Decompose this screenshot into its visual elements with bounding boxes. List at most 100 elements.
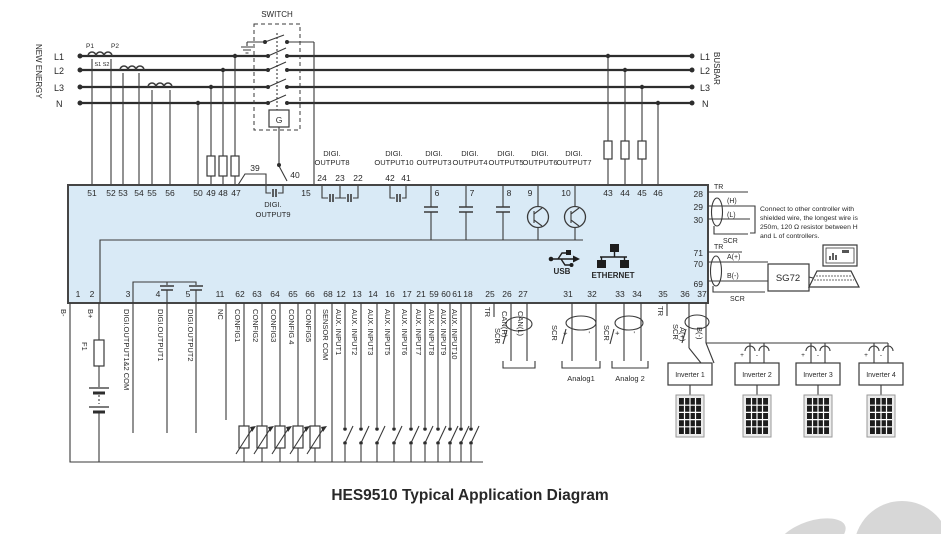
digi-out2-label: DIGI.OUTPUT2 [186,309,195,362]
inverter-3: Inverter 3 [795,362,841,395]
terminal-40: 40 [290,170,300,180]
aux-input-label: AUX. INPUT8 [427,309,436,355]
tr-label: TR [714,184,723,191]
current-transformers: P1 P2 S1 S2 [86,43,173,88]
terminal-number: 70 [694,259,704,269]
left-line-label: L1 [54,52,64,62]
relay-contact-out10 [389,186,407,202]
scr-label: SCR [550,325,559,341]
watermark-shape [778,501,941,534]
can-l-label: CAN(L) [516,311,525,337]
can-note-line: shielded wire, the longest wire is [760,215,858,222]
inverter-label: Inverter 4 [866,372,896,379]
terminal-number: 65 [288,289,298,299]
can-h-label: CAN(H) [500,311,509,338]
config-sensors [235,303,327,462]
digi-prefix: DIGI. [461,149,479,158]
computer-icon [808,244,860,288]
fuse-symbols [206,140,647,177]
analog-minus-label: - [585,331,594,334]
left-line-label: L3 [54,83,64,93]
digi-out8: OUTPUT8 [314,158,349,167]
terminal-number: 10 [561,188,571,198]
relay-contact-out8 [321,186,359,202]
battery: F1 [80,303,109,462]
a-plus-label: A(+) [727,254,740,261]
terminal-number: 14 [368,289,378,299]
right-line-label: N [702,99,709,109]
config-label: CONFIG3 [269,309,278,342]
can-l-wire-label: (L) [727,212,736,219]
usb-label: USB [554,267,571,276]
ct-p1-label: P1 [86,43,94,50]
ethernet-label: ETHERNET [591,271,634,280]
config-label: CONFIG1 [233,309,242,342]
inverter-minus-label: - [880,352,882,359]
terminal-number: 3 [126,289,131,299]
left-line-label: N [56,99,63,109]
analog-minus-label: - [630,331,639,334]
terminal-number: 32 [587,289,597,299]
inverter-4: Inverter 4 [858,362,904,395]
terminal-number: 62 [235,289,245,299]
digi-out9: OUTPUT9 [255,210,290,219]
aux-input-switches [343,303,480,462]
bottom-terminal-numbers: 1 2 3 4 5 11 62 63 64 65 66 68 12 13 14 … [76,289,707,299]
aux-input-label: AUX. INPUT5 [383,309,392,355]
terminal-number: 68 [323,289,333,299]
terminal-number: 4 [156,289,161,299]
inverter-label: Inverter 2 [742,372,772,379]
terminal-number: 33 [615,289,625,299]
analog1-label: Analog1 [567,374,595,383]
terminal-number: 35 [658,289,668,299]
bottom-wiring: F1 B- B+ [59,303,710,463]
terminal-number: 30 [694,215,704,225]
terminal-number: 41 [401,173,411,183]
scr-label: SCR [602,325,611,341]
digi-output-labels: DIGI. OUTPUT8 DIGI. OUTPUT10 DIGI. OUTPU… [314,149,591,167]
right-line-label: L3 [700,83,710,93]
aux-input-label: AUX. INPUT1 [334,309,343,355]
terminal-number: 61 [452,289,462,299]
terminal-number: 42 [385,173,395,183]
inverter-plus-label: + [864,352,868,359]
sensor-com-label: SENSOR COM [321,309,330,360]
terminal-number: 47 [231,188,241,198]
nc-label: NC [216,309,225,320]
inverter-connectors: + - + - + - [740,343,894,363]
transistor-outputs [526,186,587,240]
terminal-number: 45 [637,188,647,198]
aux-input-label: AUX. INPUT2 [350,309,359,355]
controller-box: DIGI. OUTPUT9 [67,173,709,304]
digi-prefix: DIGI. [497,149,515,158]
can-note-line: Connect to other controller with [760,206,854,213]
terminal-number: 23 [335,173,345,183]
terminal-number: 25 [485,289,495,299]
terminal-number: 36 [680,289,690,299]
sg72-label: SG72 [776,273,800,284]
terminal-number: 6 [435,188,440,198]
terminal-number: 8 [507,188,512,198]
terminal-number: 17 [402,289,412,299]
terminal-number: 53 [118,188,128,198]
digi-out10: OUTPUT10 [374,158,413,167]
terminal-number: 31 [563,289,573,299]
digi-prefix: DIGI. [385,149,403,158]
terminal-number: 9 [528,188,533,198]
diagram-title: HES9510 Typical Application Diagram [331,487,608,504]
inverter-minus-label: - [756,352,758,359]
busbar-name: BUSBAR [712,52,721,85]
terminal-number: 49 [206,188,216,198]
inverter-plus-label: + [740,352,744,359]
line-end-dots [77,53,695,106]
scr-label: SCR [493,328,502,344]
inverter-2: Inverter 2 [734,362,780,395]
digi-out3: OUTPUT3 [416,158,451,167]
terminal-number: 51 [87,188,97,198]
can-port-right: TR (H) (L) SCR Connect to other controll… [708,184,858,245]
ethernet-icon: ETHERNET [591,244,635,280]
right-line-label: L2 [700,66,710,76]
b-minus-terminal-label: B- [59,309,68,317]
terminal-number: 64 [270,289,280,299]
